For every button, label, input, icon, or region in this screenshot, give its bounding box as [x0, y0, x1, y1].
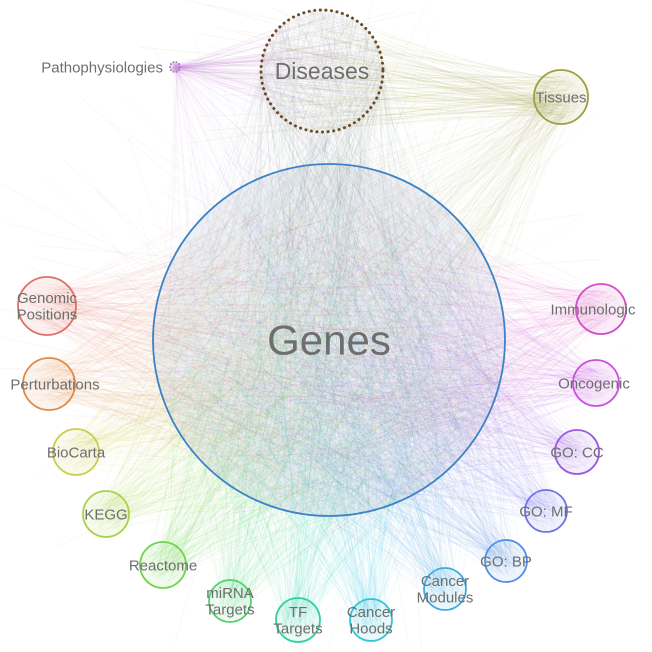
edge-bundle-genomic_positions-genes [25, 138, 601, 544]
node-immunologic[interactable]: Immunologic [550, 283, 636, 335]
node-circle-cancer_modules[interactable] [423, 567, 467, 611]
edge-bundle-go_cc-genes [0, 120, 595, 515]
node-oncogenic[interactable]: Oncogenic [558, 359, 630, 407]
edge-bundle-tissues-genes [36, 76, 581, 652]
node-label-tissues: Tissues [535, 89, 586, 106]
node-label-genes: Genes [267, 317, 391, 364]
edge-bundle-biocarta-genes [57, 154, 629, 515]
node-label-biocarta: BioCarta [47, 444, 106, 461]
edge-bundle-go_mf-genes [2, 95, 562, 527]
edge-bundle-tissues-diseases [139, 0, 581, 144]
node-genes[interactable]: Genes [152, 163, 506, 517]
edge-bundle-reactome-genes [144, 0, 616, 583]
edge-bundle-diseases-genes [100, 9, 520, 652]
node-circle-genes[interactable] [152, 163, 506, 517]
node-circle-biocarta[interactable] [52, 428, 100, 476]
node-label-diseases: Diseases [275, 58, 370, 84]
node-circle-go_mf[interactable] [524, 489, 568, 533]
node-circle-cancer_hoods[interactable] [349, 598, 393, 642]
node-circle-kegg[interactable] [82, 490, 130, 538]
edge-bundle-go_bp-genes [63, 123, 523, 577]
node-circle-mirna_targets[interactable] [208, 579, 252, 623]
node-go_bp[interactable]: GO: BP [480, 539, 532, 583]
node-label-oncogenic: Oncogenic [558, 375, 630, 392]
node-label-pathophysiologies: Pathophysiologies [41, 59, 163, 76]
edge-bundle-pathophysiologies-diseases [171, 3, 416, 128]
node-circle-genomic_positions[interactable] [17, 276, 77, 336]
node-circle-tissues[interactable] [533, 69, 589, 125]
node-label-go_cc: GO: CC [550, 444, 604, 461]
node-go_mf[interactable]: GO: MF [519, 489, 573, 533]
node-label-go_mf: GO: MF [519, 503, 572, 520]
edge-bundle-cancer_modules-genes [45, 47, 493, 603]
node-circle-immunologic[interactable] [575, 283, 627, 335]
node-circle-go_bp[interactable] [484, 539, 528, 583]
edge-bundle-cancer_hoods-genes [119, 34, 539, 636]
node-perturbations[interactable]: Perturbations [10, 357, 100, 411]
node-label-go_bp: GO: BP [480, 553, 532, 570]
node-pathophysiologies[interactable]: Pathophysiologies [41, 59, 181, 76]
node-label-immunologic: Immunologic [550, 301, 636, 318]
node-label-perturbations: Perturbations [10, 376, 99, 393]
node-kegg[interactable]: KEGG [82, 490, 130, 538]
node-circle-go_cc[interactable] [554, 429, 600, 475]
edge-bundle-pathophysiologies-genes [162, 63, 577, 585]
edge-bundle-diseases-internal [260, 9, 383, 133]
node-layer: Genes Diseases PathophysiologiesTissuesGen… [10, 8, 636, 643]
edge-bundle-kegg-genes [88, 20, 652, 532]
node-label-reactome: Reactome [129, 557, 197, 574]
node-circle-perturbations[interactable] [22, 357, 76, 411]
node-go_cc[interactable]: GO: CC [550, 429, 604, 475]
node-circle-reactome[interactable] [139, 541, 187, 589]
edge-bundle-mirna_targets-genes [138, 18, 482, 618]
edge-bundle-oncogenic-genes [0, 100, 615, 579]
edge-bundle-perturbations-genes [28, 100, 589, 553]
node-circle-oncogenic[interactable] [572, 359, 620, 407]
node-circle-tf_targets[interactable] [275, 597, 321, 643]
node-circle-pathophysiologies[interactable] [169, 61, 181, 73]
node-circle-diseases[interactable] [259, 8, 385, 134]
node-label-kegg: KEGG [84, 506, 127, 523]
node-tissues[interactable]: Tissues [533, 69, 589, 125]
node-reactome[interactable]: Reactome [129, 541, 197, 589]
edge-bundle-immunologic-genes [21, 142, 621, 583]
node-diseases[interactable]: Diseases [259, 8, 385, 134]
node-biocarta[interactable]: BioCarta [47, 428, 106, 476]
